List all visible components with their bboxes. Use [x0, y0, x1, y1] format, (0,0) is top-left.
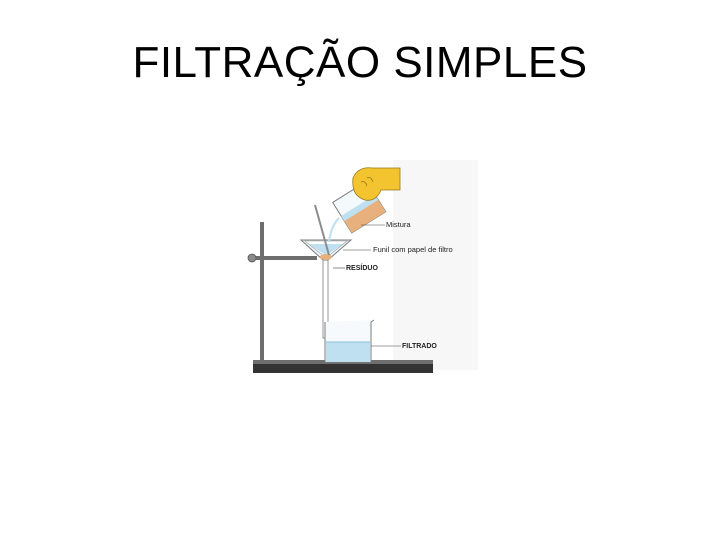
label-filtrate: FILTRADO: [402, 343, 437, 350]
label-residue: RESÍDUO: [346, 263, 378, 272]
label-funnel: Funil com papel de filtro: [373, 245, 453, 254]
filtration-diagram: Mistura Funil com papel de filtro RESÍDU…: [243, 160, 483, 378]
residue: [320, 254, 332, 260]
slide-title: FILTRAÇÃO SIMPLES: [132, 38, 588, 87]
glove-fingers: [360, 177, 374, 187]
glass-rod: [314, 204, 330, 256]
pour-stream: [328, 217, 340, 243]
stand-rod: [260, 222, 264, 362]
funnel-liquid: [309, 244, 343, 255]
scan-background: [393, 160, 478, 370]
label-mixture: Mistura: [386, 220, 411, 229]
filtrate-liquid: [326, 342, 370, 362]
clamp-arm: [251, 256, 317, 260]
stand-base: [253, 363, 433, 373]
filtration-illustration: Mistura Funil com papel de filtro RESÍDU…: [247, 160, 478, 373]
clamp-knob: [247, 253, 257, 263]
gloved-hand: [352, 167, 401, 201]
